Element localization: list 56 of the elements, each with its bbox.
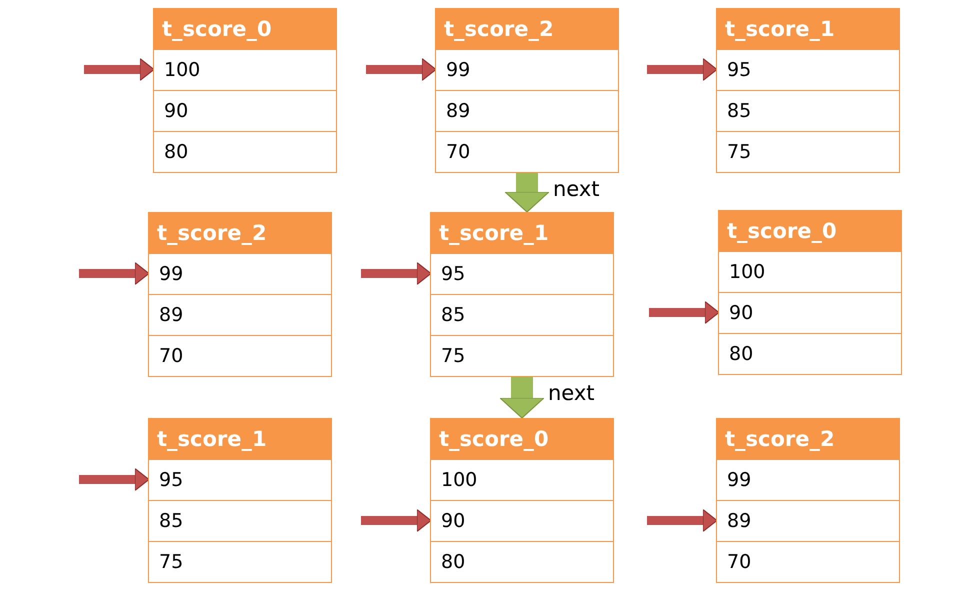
arrow (79, 262, 150, 285)
table-cell: 89 (717, 500, 899, 541)
table-header: t_score_2 (436, 9, 618, 49)
table-cell: 75 (149, 541, 331, 582)
table-cell: 85 (717, 90, 899, 131)
table-cell: 99 (149, 253, 331, 294)
table-cell: 89 (149, 294, 331, 335)
table-header: t_score_0 (431, 419, 613, 459)
score-table (716, 418, 900, 583)
arrow (504, 173, 550, 212)
table-cell: 70 (149, 335, 331, 376)
table-cell: 100 (719, 251, 901, 292)
table-cell: 95 (149, 459, 331, 500)
table-header: t_score_0 (719, 211, 901, 251)
table-cell: 70 (717, 541, 899, 582)
table-cell: 100 (154, 49, 336, 90)
arrow (366, 58, 436, 81)
arrow (361, 262, 432, 285)
score-table (153, 8, 337, 173)
arrow (79, 468, 150, 491)
score-table (430, 212, 614, 377)
table-cell: 95 (431, 253, 613, 294)
table-cell: 90 (154, 90, 336, 131)
table-cell: 85 (149, 500, 331, 541)
table-cell: 89 (436, 90, 618, 131)
table-cell: 80 (154, 131, 336, 172)
score-table (148, 418, 332, 583)
arrow (361, 509, 432, 532)
arrow (649, 301, 720, 324)
table-header: t_score_0 (154, 9, 336, 49)
table-cell: 85 (431, 294, 613, 335)
table-cell: 90 (431, 500, 613, 541)
table-cell: 70 (436, 131, 618, 172)
table-cell: 99 (717, 459, 899, 500)
table-cell: 90 (719, 292, 901, 333)
table-cell: 99 (436, 49, 618, 90)
table-header: t_score_1 (431, 213, 613, 253)
table-header: t_score_2 (149, 213, 331, 253)
arrow (500, 377, 544, 418)
table-cell: 75 (717, 131, 899, 172)
table-header: t_score_1 (149, 419, 331, 459)
table-cell: 80 (719, 333, 901, 374)
score-table (435, 8, 619, 173)
table-cell: 75 (431, 335, 613, 376)
score-table (430, 418, 614, 583)
arrow (647, 509, 718, 532)
table-cell: 80 (431, 541, 613, 582)
arrow (84, 58, 154, 81)
score-table (718, 210, 902, 375)
table-cell: 95 (717, 49, 899, 90)
arrow (647, 58, 718, 81)
table-header: t_score_2 (717, 419, 899, 459)
table-header: t_score_1 (717, 9, 899, 49)
score-table (716, 8, 900, 173)
table-cell: 100 (431, 459, 613, 500)
score-table (148, 212, 332, 377)
